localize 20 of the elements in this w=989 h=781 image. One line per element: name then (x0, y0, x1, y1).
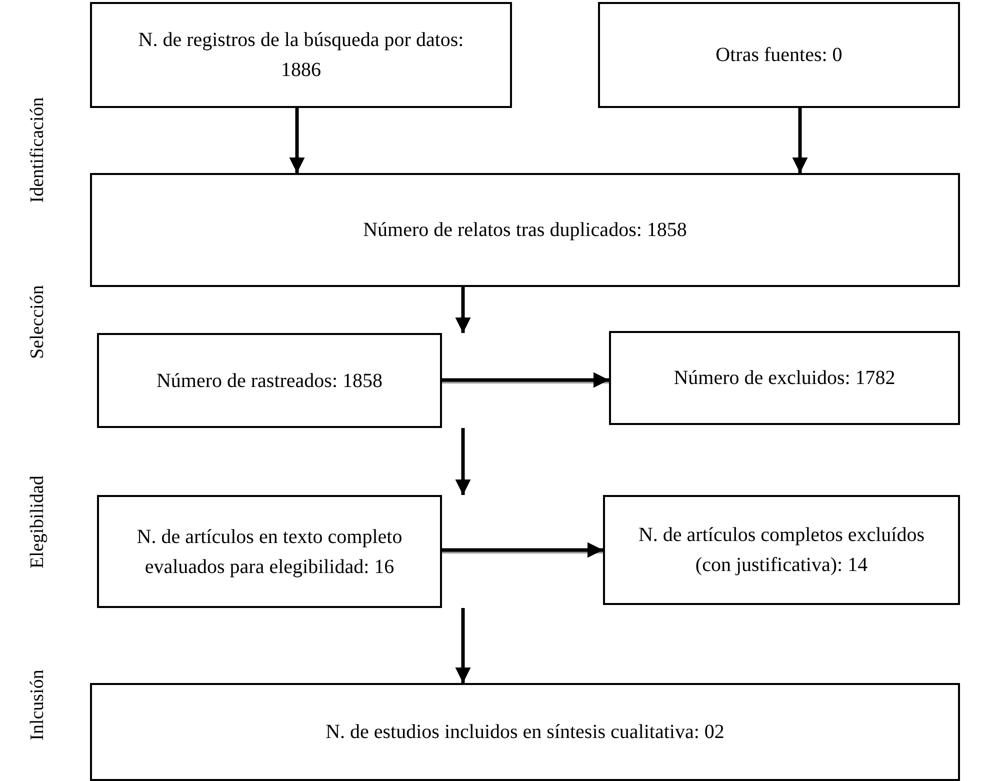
phase-label: Elegibilidad (27, 476, 49, 568)
box-text: Otras fuentes: 0 (716, 43, 842, 68)
process-box (90, 2, 512, 108)
process-box (90, 173, 960, 287)
process-box (598, 2, 960, 108)
phase-label: Identificación (27, 97, 49, 203)
box-text: N. de estudios incluidos en síntesis cualitativa: 02 (326, 720, 724, 745)
box-text: N. de registros de la búsqueda por datos: 1886 (137, 28, 465, 83)
process-box (609, 331, 960, 425)
process-box (90, 683, 960, 781)
box-text: Número de relatos tras duplicados: 1858 (363, 218, 687, 243)
box-text: Número de rastreados: 1858 (156, 368, 383, 394)
box-text: N. de artículos completos excluídos (con justificativa): 14 (637, 523, 926, 578)
process-box (97, 495, 442, 608)
phase-label: Inlcusión (27, 670, 49, 740)
process-box (97, 333, 442, 428)
phase-label: Selección (27, 285, 49, 359)
process-box (603, 495, 960, 605)
box-text: Número de excluidos: 1782 (674, 366, 896, 391)
box-text: N. de artículos en texto completo evaluados para elegibilidad: 16 (136, 524, 404, 580)
